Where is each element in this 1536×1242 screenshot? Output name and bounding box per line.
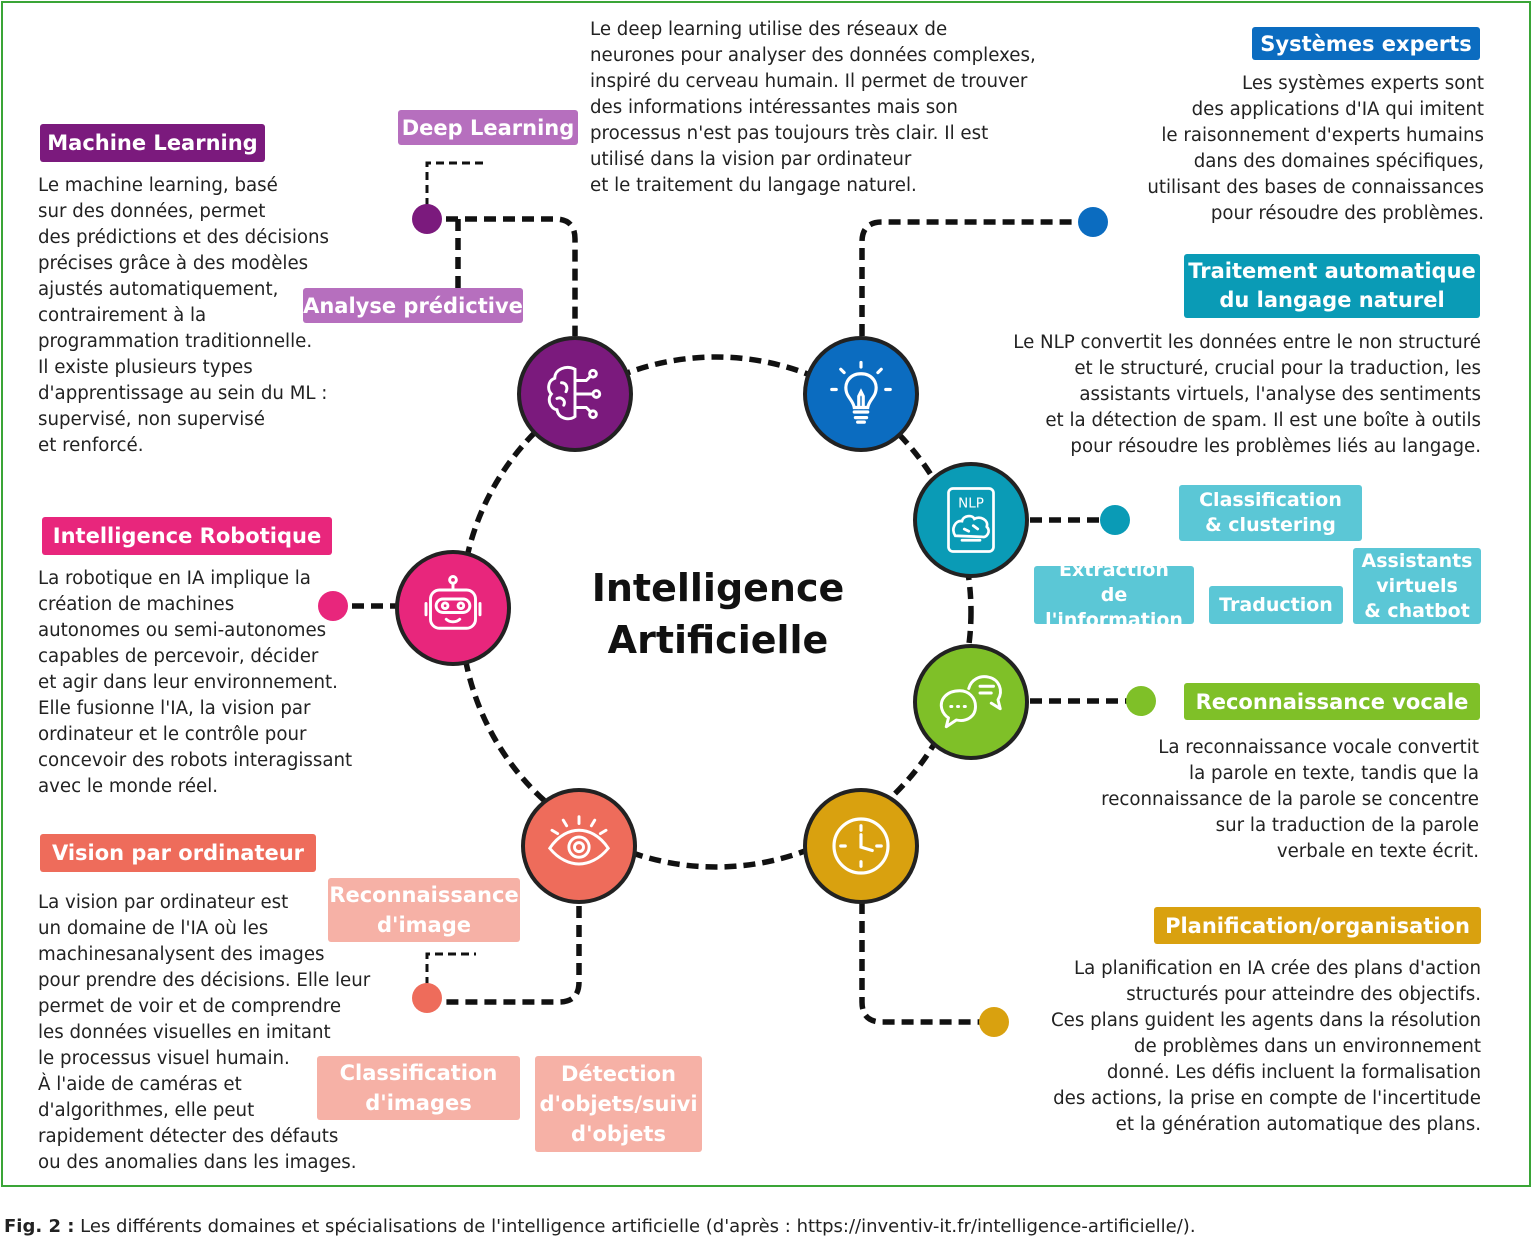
robot-icon <box>424 575 482 630</box>
deep-learning-tag: Deep Learning <box>398 110 578 145</box>
nlp-text: Le NLP convertit les données entre le no… <box>1013 332 1481 457</box>
diagram-frame <box>1 1 1531 1187</box>
node-dot-voice <box>1126 686 1156 716</box>
hub-voice <box>913 644 1029 760</box>
machine-learning-title: Machine Learning <box>40 124 265 162</box>
hub-nlp: NLP <box>913 462 1029 578</box>
hub-machine-learning <box>517 336 633 452</box>
robotics-title: Intelligence Robotique <box>42 517 332 555</box>
nlp-icon-label: NLP <box>958 496 984 512</box>
connector-deep <box>425 161 485 219</box>
eye-icon <box>547 815 611 866</box>
nlp-title: Traitement automatique du langage nature… <box>1184 254 1480 318</box>
speech-bubbles-icon <box>939 675 1002 729</box>
connector-vision <box>427 906 582 1005</box>
expert-systems-title: Systèmes experts <box>1252 27 1480 60</box>
planning-title: Planification/organisation <box>1154 907 1481 944</box>
hub-planning <box>803 788 919 904</box>
connector-plan <box>859 902 994 1025</box>
nlp-subtag-classification: Classification& clustering <box>1179 485 1362 541</box>
connector-expert <box>859 219 1093 336</box>
voice-recognition-title: Reconnaissance vocale <box>1184 683 1480 720</box>
central-title: Intelligence Artificielle <box>591 566 845 662</box>
node-dot-expert <box>1078 207 1108 237</box>
node-dot-robot <box>318 591 348 621</box>
hub-robotics <box>395 550 511 666</box>
figure-caption: Fig. 2 : Les différents domaines et spéc… <box>4 1216 1196 1237</box>
hub-vision <box>521 788 637 904</box>
node-dot-plan <box>979 1007 1009 1037</box>
hub-expert-systems <box>803 336 919 452</box>
node-dot-ml <box>412 204 442 234</box>
clock-icon <box>832 817 890 875</box>
lightbulb-icon <box>830 360 892 424</box>
nlp-brain-icon: NLP <box>947 487 995 553</box>
node-dot-nlp <box>1100 505 1130 535</box>
planning-text: La planification en IA crée des plans d'… <box>1050 958 1481 1135</box>
connector-ml <box>427 216 578 336</box>
predictive-analysis-tag: Analyse prédictive <box>303 288 523 323</box>
vision-title: Vision par ordinateur <box>40 834 316 872</box>
node-dot-vision <box>412 983 442 1013</box>
brain-circuit-icon <box>547 366 602 421</box>
nlp-subtag-translation: Traduction <box>1209 586 1343 624</box>
